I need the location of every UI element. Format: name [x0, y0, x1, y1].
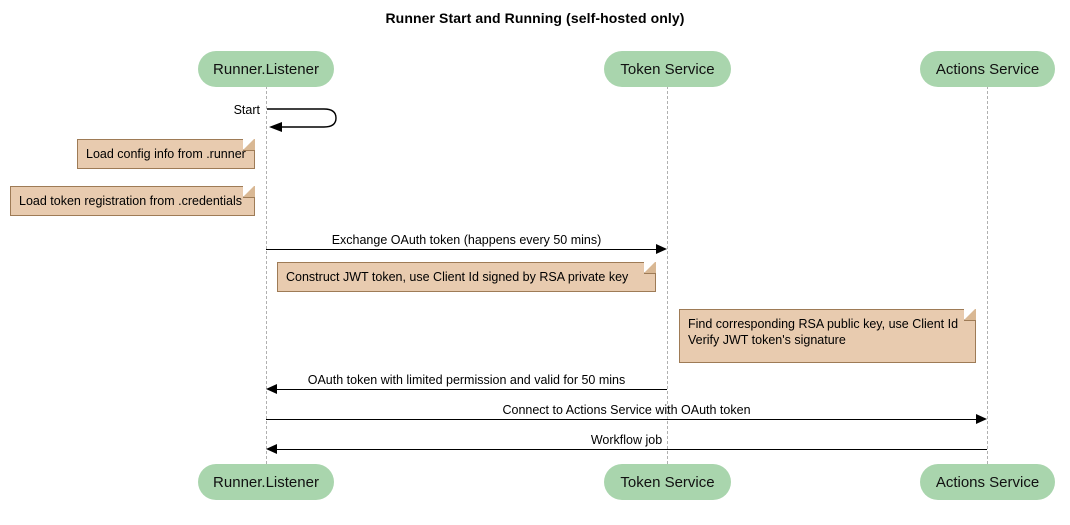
arrowhead-left-workflow — [266, 444, 277, 454]
participant-label: Actions Service — [935, 60, 1040, 78]
note-text: Load token registration from .credential… — [19, 194, 243, 208]
participant-token-top[interactable]: Token Service — [604, 51, 731, 87]
note-verify: Find corresponding RSA public key, use C… — [679, 308, 976, 363]
page-title: Runner Start and Running (self-hosted on… — [385, 10, 685, 26]
lifeline-runner — [266, 86, 267, 464]
arrowhead-left-oauth-return — [266, 384, 277, 394]
participant-runner-bottom[interactable]: Runner.Listener — [198, 464, 334, 500]
note-fold-icon — [243, 185, 255, 198]
arrowhead-right-connect — [976, 414, 987, 424]
note-fold-icon — [644, 261, 656, 274]
message-label-oauth-return: OAuth token with limited permission and … — [307, 373, 626, 387]
note-jwt: Construct JWT token, use Client Id signe… — [277, 261, 656, 292]
participant-actions-bottom[interactable]: Actions Service — [920, 464, 1055, 500]
note-fold-icon — [964, 308, 976, 321]
lifeline-actions — [987, 86, 988, 464]
message-label-start: Start — [233, 103, 260, 117]
message-line-oauth-return — [277, 389, 667, 390]
message-label-exchange: Exchange OAuth token (happens every 50 m… — [331, 233, 602, 247]
participant-token-bottom[interactable]: Token Service — [604, 464, 731, 500]
arrowhead-right-exchange — [656, 244, 667, 254]
note-text-line2: Verify JWT token's signature — [688, 333, 846, 347]
message-line-workflow — [277, 449, 987, 450]
message-label-workflow: Workflow job — [590, 433, 663, 447]
participant-label: Runner.Listener — [213, 60, 319, 78]
note-credentials: Load token registration from .credential… — [10, 185, 255, 216]
note-text-line1: Find corresponding RSA public key, use C… — [688, 317, 959, 331]
message-start-selfloop — [266, 105, 346, 133]
participant-label: Token Service — [620, 473, 715, 491]
participant-actions-top[interactable]: Actions Service — [920, 51, 1055, 87]
participant-runner-top[interactable]: Runner.Listener — [198, 51, 334, 87]
note-fold-icon — [243, 138, 255, 151]
message-line-connect — [266, 419, 976, 420]
note-config: Load config info from .runner — [77, 138, 255, 169]
message-label-connect: Connect to Actions Service with OAuth to… — [502, 403, 751, 417]
note-text: Load config info from .runner — [86, 147, 246, 161]
note-text: Construct JWT token, use Client Id signe… — [286, 270, 629, 284]
message-line-exchange — [266, 249, 656, 250]
participant-label: Actions Service — [935, 473, 1040, 491]
lifeline-token — [667, 86, 668, 464]
participant-label: Runner.Listener — [213, 473, 319, 491]
participant-label: Token Service — [620, 60, 715, 78]
